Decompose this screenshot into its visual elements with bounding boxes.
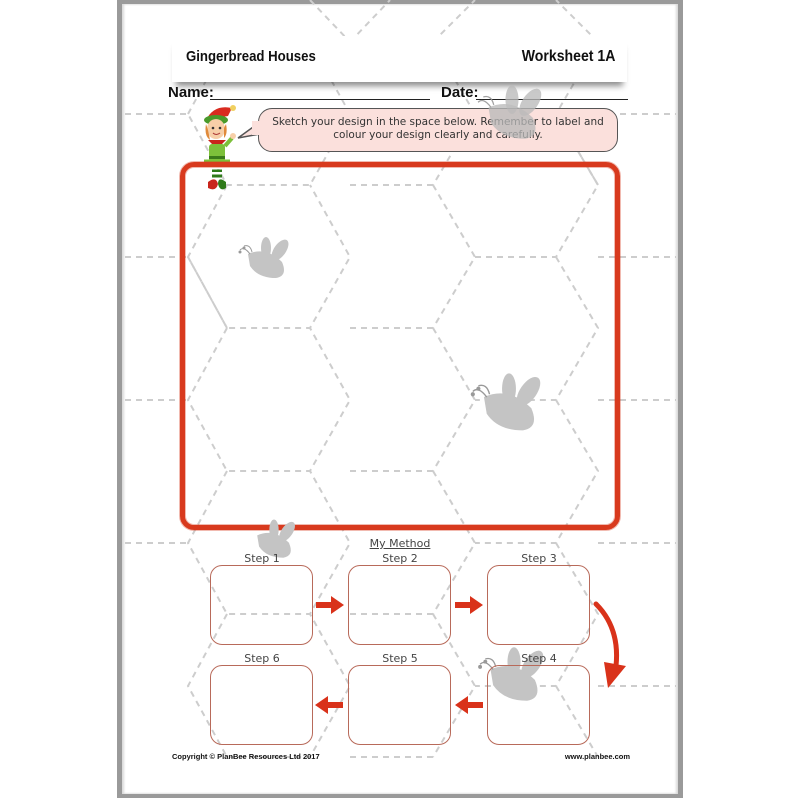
curved-arrow-down-icon (593, 601, 626, 688)
bee-watermark-icon (478, 647, 544, 701)
bee-watermark-icon (238, 237, 289, 278)
arrow-right-icon (316, 596, 344, 614)
title-banner: Gingerbread Houses Worksheet 1A (172, 36, 627, 82)
worksheet-title: Gingerbread Houses (186, 48, 316, 65)
elf-icon (204, 105, 236, 190)
step-4-box[interactable] (487, 665, 590, 745)
bee-watermark-icon (257, 519, 295, 558)
step-3-box[interactable] (487, 565, 590, 645)
date-label: Date: (441, 84, 479, 101)
instruction-speech-bubble: Sketch your design in the space below. R… (258, 108, 618, 152)
name-label: Name: (168, 84, 214, 101)
arrow-right-icon (455, 596, 483, 614)
step-2-box[interactable] (348, 565, 451, 645)
method-title: My Method (369, 537, 431, 550)
date-field[interactable] (476, 99, 628, 100)
website-link[interactable]: www.planbee.com (564, 752, 630, 761)
arrow-left-icon (315, 696, 343, 714)
step-5-label: Step 5 (382, 652, 418, 665)
step-3-label: Step 3 (521, 552, 557, 565)
copyright-text: Copyright © PlanBee Resources Ltd 2017 (172, 752, 320, 761)
step-2-label: Step 2 (382, 552, 418, 565)
instruction-line-2: colour your design clearly and carefully… (333, 129, 543, 141)
bee-watermark-icon (477, 85, 542, 139)
step-4-label: Step 4 (521, 652, 557, 665)
sketch-area[interactable] (180, 162, 620, 530)
step-6-label: Step 6 (244, 652, 280, 665)
name-field[interactable] (210, 99, 430, 100)
step-1-box[interactable] (210, 565, 313, 645)
step-6-box[interactable] (210, 665, 313, 745)
worksheet-code: Worksheet 1A (521, 48, 615, 65)
instruction-line-1: Sketch your design in the space below. R… (272, 116, 604, 128)
arrow-left-icon (455, 696, 483, 714)
bee-watermark-icon (470, 373, 541, 431)
step-5-box[interactable] (348, 665, 451, 745)
step-1-label: Step 1 (244, 552, 280, 565)
